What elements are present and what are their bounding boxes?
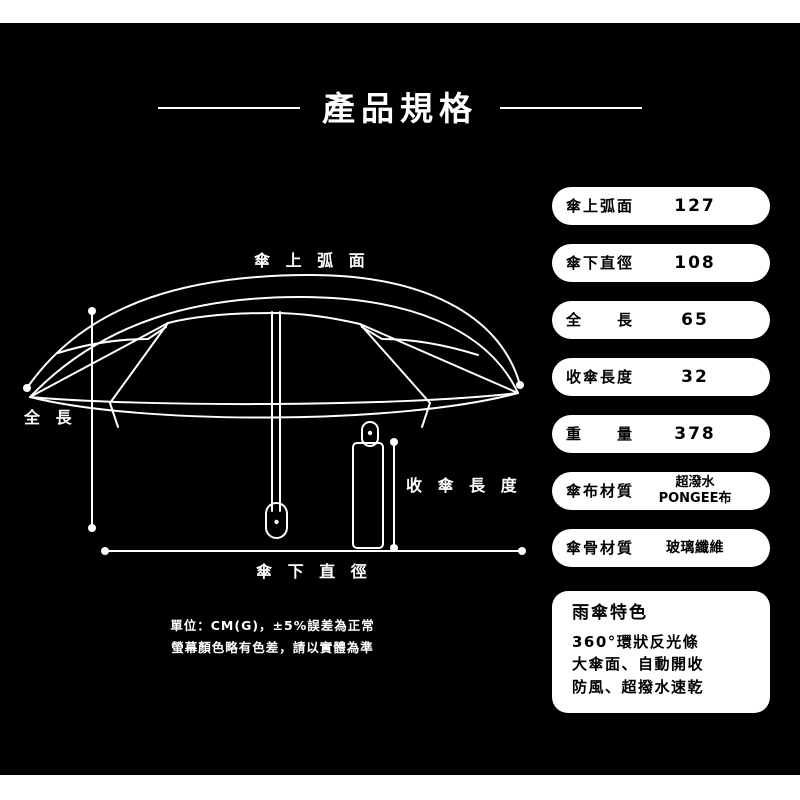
label-canopy-arc: 傘 上 弧 面 [254,251,370,270]
spec-value: 127 [674,195,716,216]
spec-name: 收傘長度 [566,367,635,386]
spec-card-fabric-material: 傘布材質 超潑水 PONGEE布 [552,472,770,510]
canopy-panel-top [167,312,361,325]
spec-card-canopy-arc: 傘上弧面 127 [552,187,770,225]
dark-canvas: 產品規格 [0,23,800,775]
folded-cap-dot [367,430,373,436]
feature-line: 防風、超撥水速乾 [572,677,705,696]
total-length-top-dot [88,307,96,315]
spec-value: 65 [681,309,709,330]
umbrella-line-art [23,274,526,555]
footnote: 單位：CM(G)，±5%誤差為正常 螢幕顏色略有色差，請以實體為準 [0,615,545,659]
spec-card-folded-length: 收傘長度 32 [552,358,770,396]
spec-value: 超潑水 PONGEE布 [634,475,756,507]
feature-card-title: 雨傘特色 [572,603,648,623]
canopy-fold-left [57,326,167,354]
canopy-seam-4 [359,323,519,394]
canopy-arc-measure [26,274,521,389]
canopy-seam-1 [29,322,169,398]
spec-name: 傘下直徑 [566,253,635,272]
diameter-right-dot [518,547,526,555]
label-total-length: 全 長 [24,408,77,427]
spec-name: 全 長 [566,310,635,329]
feature-line: 360°環狀反光條 [572,632,700,651]
spec-name: 傘上弧面 [566,196,635,215]
canopy-fold-right [361,326,479,356]
feature-line: 大傘面、自動開收 [572,655,705,674]
umbrella-diagram: 傘 上 弧 面 全 長 收 傘 長 度 傘 下 直 徑 [0,193,545,613]
spec-value: 32 [681,366,709,387]
footnote-line-2: 螢幕顏色略有色差，請以實體為準 [171,639,374,655]
spec-name: 傘布材質 [566,481,635,500]
canopy-seam-3 [359,323,431,404]
spec-card-rib-material: 傘骨材質 玻璃纖維 [552,529,770,567]
spec-card-list: 傘上弧面 127 傘下直徑 108 全 長 65 收傘長度 32 重 量 378… [552,187,770,714]
canopy-rim-tick-left [109,402,119,428]
canopy-seam-2 [109,322,169,404]
spec-value: 378 [674,423,716,444]
title-rule-left [158,107,300,109]
handle-dot [274,519,279,525]
spec-value-line-1: 超潑水 [675,475,715,491]
folded-length-top-dot [390,438,398,446]
spec-name: 傘骨材質 [566,538,635,557]
spec-value: 玻璃纖維 [666,540,724,556]
page-title-row: 產品規格 [0,78,800,138]
label-canopy-diameter: 傘 下 直 徑 [256,562,372,581]
title-rule-right [500,107,642,109]
canopy-rim-droop [29,392,519,419]
feature-card: 雨傘特色 360°環狀反光條 大傘面、自動開收 防風、超撥水速乾 [552,591,770,714]
arc-endpoint-right [516,381,524,389]
umbrella-handle [265,502,288,539]
folded-umbrella-body [352,442,384,549]
spec-value-line-2: PONGEE布 [658,491,732,506]
label-folded-length: 收 傘 長 度 [406,476,522,495]
spec-value: 108 [674,252,716,273]
arc-endpoint-left [23,384,31,392]
footnote-line-1: 單位：CM(G)，±5%誤差為正常 [170,618,375,633]
folded-umbrella-cap [361,421,379,447]
canopy-rim-tick-right [421,402,431,428]
spec-card-total-length: 全 長 65 [552,301,770,339]
total-length-bottom-dot [88,524,96,532]
spec-name: 重 量 [566,424,635,443]
canopy-rim [29,392,519,406]
page-title: 產品規格 [322,88,478,128]
spec-card-canopy-diameter: 傘下直徑 108 [552,244,770,282]
spec-card-weight: 重 量 378 [552,415,770,453]
diameter-left-dot [101,547,109,555]
canopy-outer-edge [29,296,519,398]
